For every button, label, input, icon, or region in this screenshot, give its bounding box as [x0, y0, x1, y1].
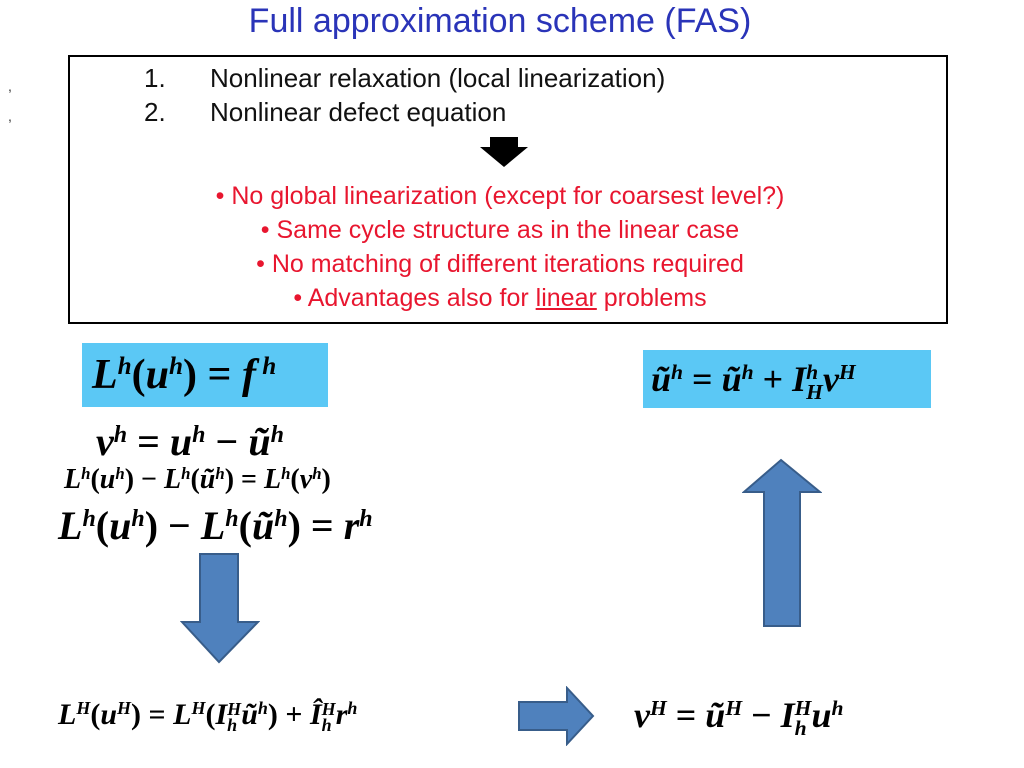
equation-error-def: vh = uh − ũh — [96, 419, 284, 464]
blue-up-arrow-icon — [742, 458, 822, 627]
bullet-linear-problems: • Advantages also for linear problems — [293, 284, 707, 312]
equation-linear-relation: Lh(uh) − Lh(ũh) = Lh(vh) — [64, 463, 331, 495]
bullet-no-matching: • No matching of different iterations re… — [256, 250, 744, 278]
slide-title: Full approximation scheme (FAS) — [248, 2, 752, 40]
step-number: 1. — [144, 63, 166, 93]
step-text: Nonlinear relaxation (local linearizatio… — [210, 63, 666, 93]
blue-right-arrow-icon — [518, 686, 595, 746]
bullet-cycle-structure: • Same cycle structure as in the linear … — [260, 216, 740, 244]
step-number: 2. — [144, 97, 166, 127]
step-1: 1. Nonlinear relaxation (local linearizat… — [144, 63, 665, 94]
stray-mark: , — [8, 108, 12, 124]
linear-underlined: linear — [535, 284, 597, 312]
step-2: 2. Nonlinear defect equation — [144, 97, 506, 128]
blue-down-arrow-icon — [180, 553, 260, 664]
step-text: Nonlinear defect equation — [210, 97, 507, 127]
summary-box — [68, 55, 948, 324]
black-down-arrow-icon — [480, 137, 528, 167]
bullet-global-linearization: • No global linearization (except for co… — [215, 182, 785, 210]
stray-mark: , — [8, 78, 12, 94]
equation-defect: Lh(uh) − Lh(ũh) = rh — [58, 503, 373, 548]
equation-box-nonlinear: Lh(uh) = f h — [82, 343, 328, 407]
